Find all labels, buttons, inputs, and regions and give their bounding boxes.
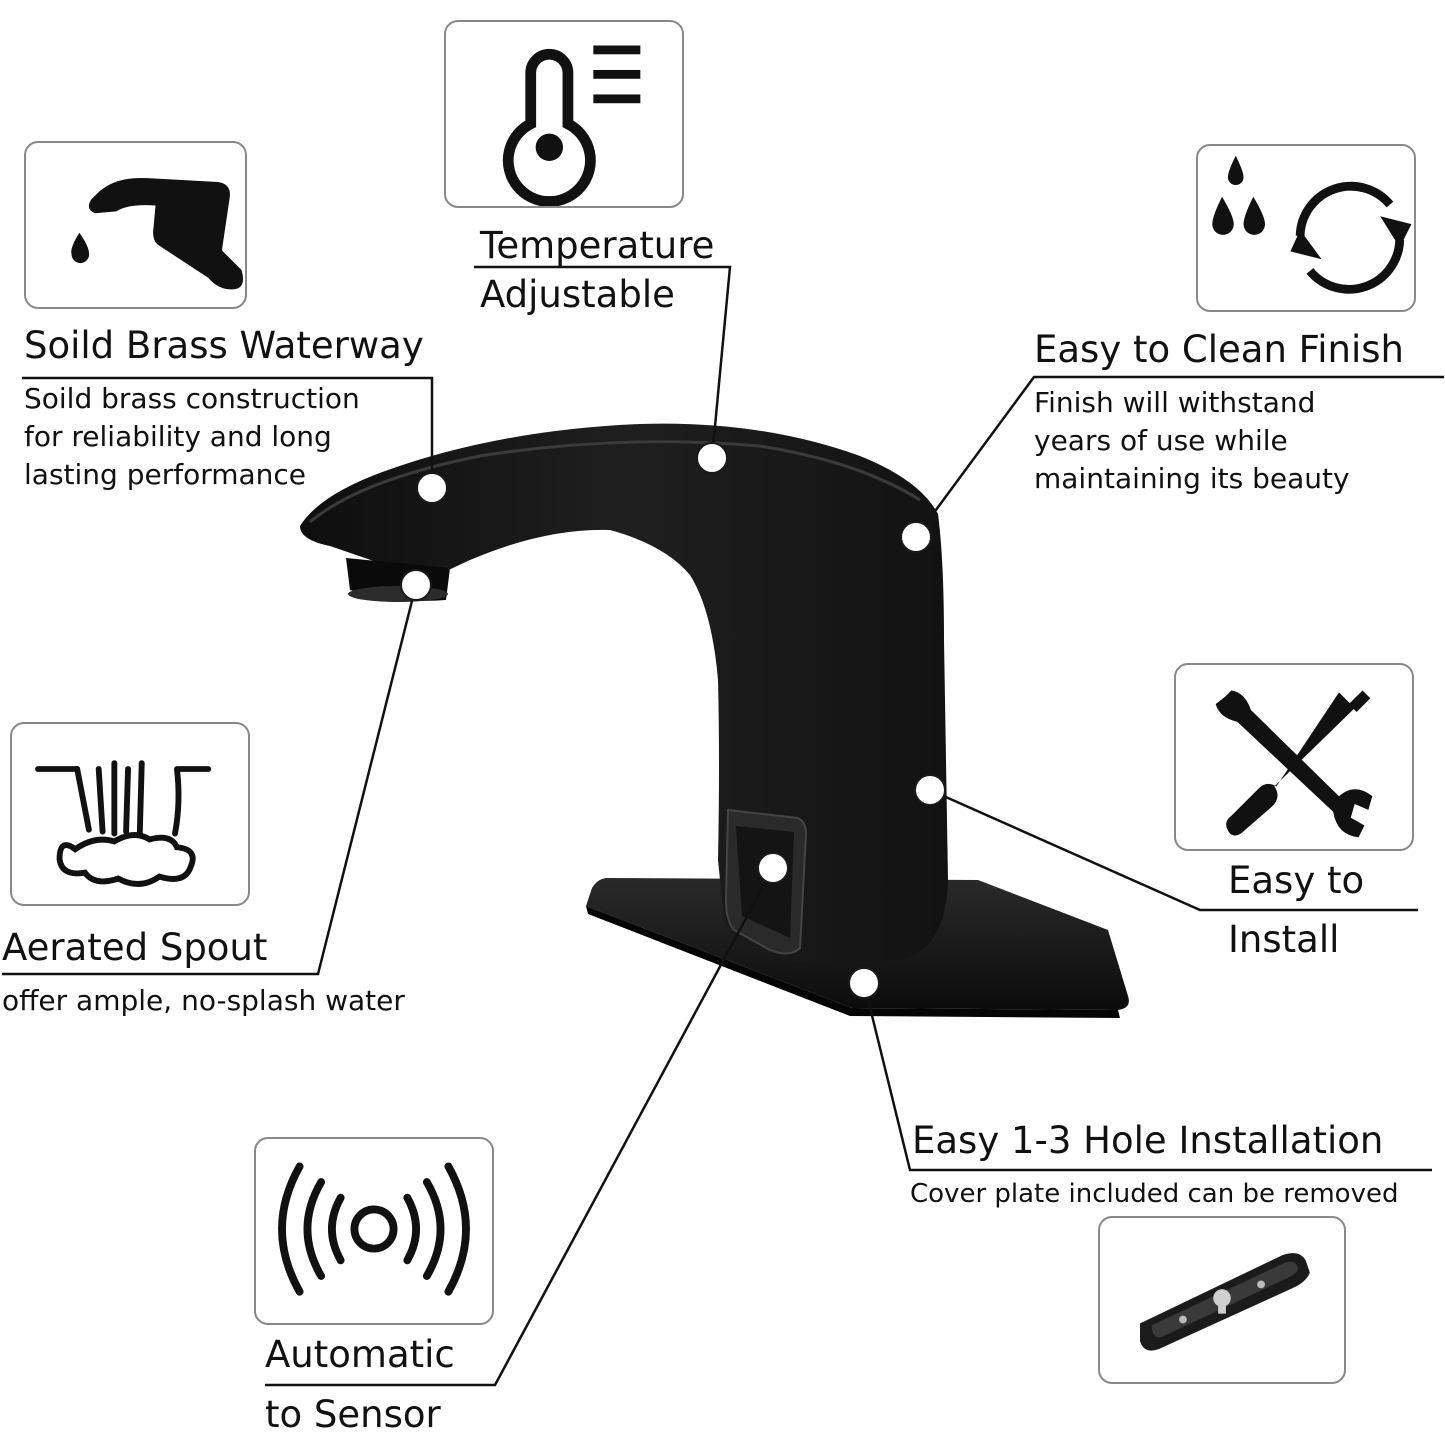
brass-desc-1: Soild brass construction: [24, 382, 360, 415]
install-icon-box: [1174, 663, 1414, 851]
dot-sensor: [757, 852, 789, 884]
dot-install: [914, 774, 946, 806]
aerated-icon-box: [10, 722, 250, 906]
dot-temperature: [696, 442, 728, 474]
aerated-desc: offer ample, no-splash water: [2, 984, 405, 1017]
clean-desc-1: Finish will withstand: [1034, 386, 1316, 419]
dot-clean: [900, 521, 932, 553]
faucet-icon: [26, 143, 245, 307]
temperature-title-2: Adjustable: [480, 273, 675, 316]
clean-desc-2: years of use while: [1034, 424, 1288, 457]
cover-plate-icon: [1100, 1218, 1344, 1382]
sensor-title-2: to Sensor: [265, 1393, 441, 1436]
aerated-title: Aerated Spout: [2, 926, 268, 969]
dot-aerated: [400, 569, 432, 601]
dot-holes: [848, 967, 880, 999]
droplets-cycle-icon: [1198, 146, 1414, 310]
holes-desc: Cover plate included can be removed: [910, 1179, 1399, 1209]
temperature-title-1: Temperature: [480, 224, 715, 267]
install-title-2: Install: [1228, 918, 1340, 961]
aerated-water-icon: [12, 724, 248, 904]
wrench-screwdriver-icon: [1176, 665, 1412, 849]
cover-plate-icon-box: [1098, 1216, 1346, 1384]
brass-desc-3: lasting performance: [24, 458, 307, 491]
thermometer-icon-box: [444, 20, 684, 208]
clean-desc-3: maintaining its beauty: [1034, 462, 1350, 495]
dot-brass: [416, 472, 448, 504]
brass-desc-2: for reliability and long: [24, 420, 332, 453]
brass-title: Soild Brass Waterway: [24, 324, 424, 367]
droplets-cycle-icon-box: [1196, 144, 1416, 312]
sensor-icon-box: [254, 1137, 494, 1325]
faucet-icon-box: [24, 141, 247, 309]
sensor-waves-icon: [256, 1139, 492, 1323]
holes-title: Easy 1-3 Hole Installation: [912, 1119, 1384, 1162]
sensor-title-1: Automatic: [265, 1333, 455, 1376]
clean-title: Easy to Clean Finish: [1034, 328, 1404, 371]
thermometer-icon: [446, 22, 682, 206]
install-title-1: Easy to: [1228, 859, 1365, 902]
